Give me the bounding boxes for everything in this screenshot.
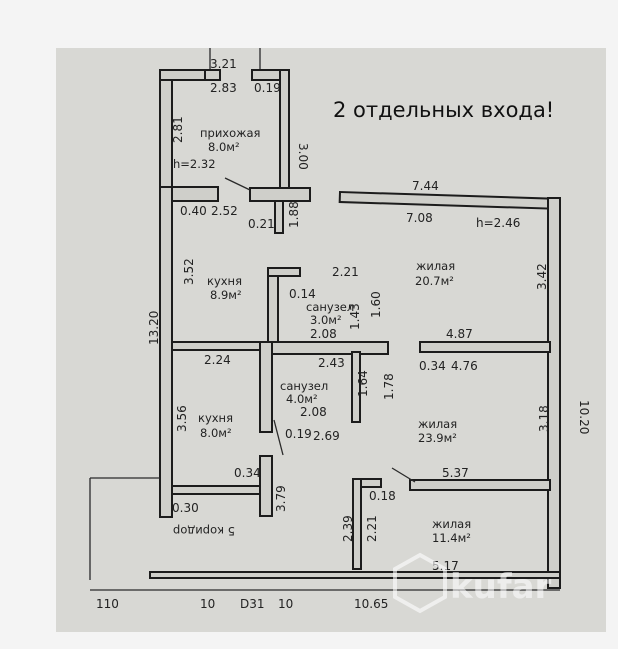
dim: 5.17: [432, 559, 459, 573]
dim: 2.21: [365, 515, 379, 542]
room-living1-name: жилая: [416, 259, 455, 273]
dim: 0.30: [172, 501, 199, 515]
bottom-label: 10: [200, 597, 215, 611]
dim: 1.88: [287, 201, 301, 228]
dim: 4.87: [446, 327, 473, 341]
walls: [89, 48, 561, 591]
room-living1-area: 20.7м²: [415, 274, 454, 288]
dim: 1.64: [356, 370, 370, 397]
dim: 1.43: [348, 303, 362, 330]
dim: 3.00: [296, 143, 310, 170]
dim: 0.19: [285, 427, 312, 441]
room-bath1-name: санузел: [306, 300, 354, 314]
dim: 2.52: [211, 204, 238, 218]
dim: 2.08: [310, 327, 337, 341]
room-living2-area: 23.9м²: [418, 431, 457, 445]
dim: 3.42: [535, 263, 549, 290]
dim: 0.21: [248, 217, 275, 231]
dim: 7.08: [406, 211, 433, 225]
room-living1-height: h=2.46: [476, 216, 520, 230]
dim: 3.52: [182, 258, 196, 285]
room-kitchen1-name: кухня: [207, 274, 242, 288]
watermark-text: kufar: [450, 567, 552, 607]
dim: 10.20: [577, 400, 591, 434]
dim: 4.76: [451, 359, 478, 373]
bottom-label: 10: [278, 597, 293, 611]
dim: 0.40: [180, 204, 207, 218]
kufar-watermark: kufar: [393, 552, 552, 614]
dim: 0.19: [254, 81, 281, 95]
dim: 2.08: [300, 405, 327, 419]
dim: 0.18: [369, 489, 396, 503]
room-hall-height: h=2.32: [173, 157, 216, 171]
room-kitchen2-area: 8.0м²: [200, 426, 232, 440]
room-corridor-name: 5 коридор: [173, 524, 235, 538]
dim: 0.34: [234, 466, 261, 480]
dim: 7.44: [412, 179, 439, 193]
bottom-labels: 110 10 D31 10: [96, 597, 293, 611]
dim: 2.21: [332, 265, 359, 279]
bottom-label: D31: [240, 597, 265, 611]
room-living3-area: 11.4м²: [432, 531, 471, 545]
dim: 0.34: [419, 359, 446, 373]
dim: 1.60: [369, 291, 383, 318]
dim: 2.24: [204, 353, 231, 367]
dim: 5.37: [442, 466, 469, 480]
dim: 10.65: [354, 597, 388, 611]
room-bath2-name: санузел: [280, 379, 328, 393]
dim: 13.20: [147, 311, 161, 345]
dim: 3.21: [210, 57, 237, 71]
dim: 2.43: [318, 356, 345, 370]
dimension-labels: 3.21 2.83 0.19 2.81 3.00 0.40 2.52 0.21 …: [147, 57, 591, 611]
dim: 3.79: [274, 485, 288, 512]
room-living2-name: жилая: [418, 417, 457, 431]
dim: 2.83: [210, 81, 237, 95]
room-hall-area: 8.0м²: [208, 140, 240, 154]
dim: 2.69: [313, 429, 340, 443]
note-two-entrances: 2 отдельных входа!: [333, 98, 554, 122]
dim: 2.39: [341, 515, 355, 542]
bottom-label: 110: [96, 597, 119, 611]
dim: 3.56: [175, 405, 189, 432]
paper-background: [56, 48, 606, 632]
dim: 1.78: [382, 373, 396, 400]
room-kitchen2-name: кухня: [198, 411, 233, 425]
dim: 3.18: [537, 405, 551, 432]
room-bath2-area: 4.0м²: [286, 392, 318, 406]
room-bath1-area: 3.0м²: [310, 313, 342, 327]
room-kitchen1-area: 8.9м²: [210, 288, 242, 302]
dim: 0.14: [289, 287, 316, 301]
kufar-logo-icon: [393, 552, 447, 614]
room-hall-name: прихожая: [200, 126, 260, 140]
room-living3-name: жилая: [432, 517, 471, 531]
dim: 2.81: [171, 116, 185, 143]
